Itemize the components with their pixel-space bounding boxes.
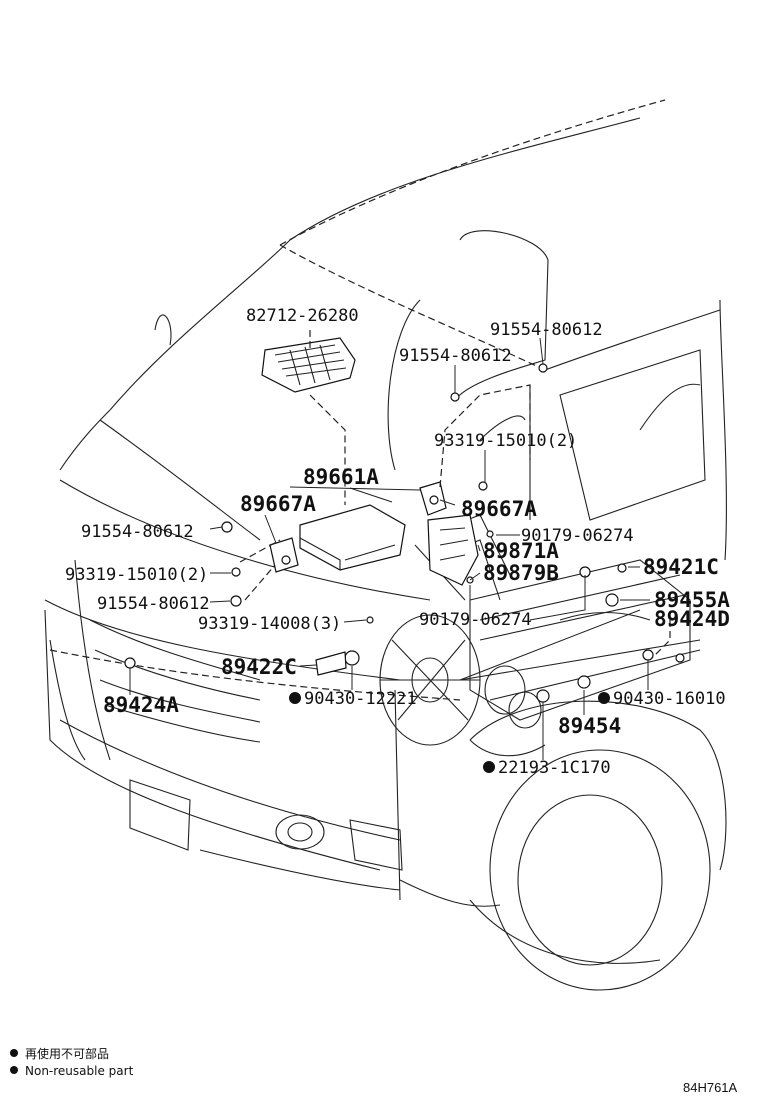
- callout-89667A-right: 89667A: [461, 497, 537, 521]
- callout-90430-12221: 90430-12221: [304, 689, 417, 709]
- callout-90179-06274-lower: 90179-06274: [419, 610, 532, 630]
- vehicle-outline: [44, 99, 727, 991]
- callout-90179-06274-upper: 90179-06274: [521, 526, 634, 546]
- callout-89454: 89454: [558, 714, 621, 738]
- callout-22193-1C170: 22193-1C170: [498, 758, 611, 778]
- non-reusable-marker-icon: [483, 761, 495, 773]
- callout-93319-15010-left: 93319-15010(2): [65, 565, 208, 585]
- legend-marker-icon: [10, 1049, 18, 1057]
- callout-89421C: 89421C: [643, 555, 719, 579]
- callout-89455A: 89455A: [654, 588, 730, 612]
- diagram-code: 84H761A: [683, 1080, 738, 1095]
- callout-89424A: 89424A: [103, 693, 179, 717]
- callout-89667A-left: 89667A: [240, 492, 316, 516]
- callout-91554-80612-top-right: 91554-80612: [490, 320, 603, 340]
- callout-89871A: 89871A: [483, 539, 559, 563]
- callout-89879B: 89879B: [483, 561, 559, 585]
- engine-assembly: [379, 514, 701, 757]
- leader-lines: [129, 330, 671, 760]
- callout-labels: 82712-26280 91554-80612 91554-80612 9331…: [65, 306, 730, 778]
- legend-japanese: 再使用不可部品: [25, 1046, 109, 1061]
- bracket-left-part: [269, 537, 299, 573]
- callout-91554-80612-lower-left: 91554-80612: [97, 594, 210, 614]
- fasteners: [124, 363, 685, 703]
- callout-91554-80612-mid: 91554-80612: [399, 346, 512, 366]
- non-reusable-marker-icon: [289, 692, 301, 704]
- callout-93319-14008: 93319-14008(3): [198, 614, 341, 634]
- callout-82712-26280: 82712-26280: [246, 306, 359, 326]
- legend: 再使用不可部品 Non-reusable part: [10, 1046, 134, 1078]
- relay-block-part: [261, 337, 356, 393]
- callout-91554-80612-left: 91554-80612: [81, 522, 194, 542]
- bracket-right-part: [419, 481, 447, 516]
- callout-89661A: 89661A: [303, 465, 379, 489]
- callout-89422C: 89422C: [221, 655, 297, 679]
- callout-93319-15010-right: 93319-15010(2): [434, 431, 577, 451]
- non-reusable-marker-icon: [598, 692, 610, 704]
- ecu-part: [299, 504, 406, 571]
- legend-marker-icon: [10, 1066, 18, 1074]
- sensor-bracket-part: [427, 514, 479, 586]
- callout-90430-16010: 90430-16010: [613, 689, 726, 709]
- legend-english: Non-reusable part: [25, 1064, 134, 1078]
- callout-89424D: 89424D: [654, 607, 730, 631]
